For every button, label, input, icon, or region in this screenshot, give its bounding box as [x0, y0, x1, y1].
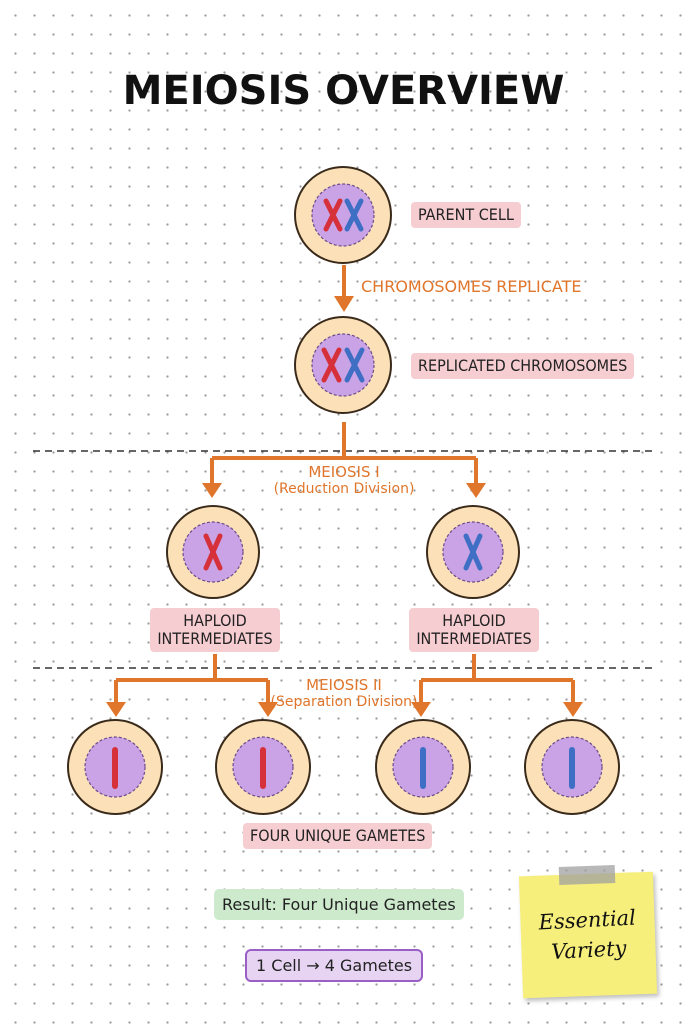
sticky-tape	[558, 865, 616, 885]
meiosis1-subtitle: (Reduction Division)	[273, 481, 415, 497]
gamete-cell-3	[375, 719, 471, 815]
chromosome-x-red	[203, 533, 223, 571]
label-meiosis2: MEIOSIS II (Separation Division)	[244, 676, 444, 710]
chromosome-x-red-replicated	[321, 347, 342, 383]
label-haploid-right: HAPLOID INTERMEDIATES	[409, 608, 539, 652]
chromosome-x-blue	[463, 533, 483, 571]
parent-cell	[294, 166, 392, 264]
haploid-left-line1: HAPLOID	[183, 611, 247, 630]
sticky-note-text: Essential Variety	[520, 902, 657, 969]
label-parent-cell: PARENT CELL	[411, 202, 521, 228]
result-note: Result: Four Unique Gametes	[214, 889, 464, 920]
haploid-cell-right	[426, 505, 520, 599]
haploid-right-line2: INTERMEDIATES	[416, 629, 532, 648]
label-meiosis1: MEIOSIS I (Reduction Division)	[244, 463, 444, 497]
label-replicate-step: CHROMOSOMES REPLICATE	[361, 277, 582, 296]
replicated-cell	[294, 316, 392, 414]
haploid-right-line1: HAPLOID	[442, 611, 506, 630]
chromosome-x-red	[323, 198, 343, 232]
gamete-cell-4	[524, 719, 620, 815]
equation-note: 1 Cell → 4 Gametes	[245, 949, 424, 982]
label-four-gametes: FOUR UNIQUE GAMETES	[243, 823, 433, 849]
haploid-cell-left	[166, 505, 260, 599]
haploid-left-line2: INTERMEDIATES	[157, 629, 273, 648]
connector-arrows	[114, 265, 575, 705]
gamete-cell-2	[215, 719, 311, 815]
gamete-cell-1	[67, 719, 163, 815]
label-replicated-chromosomes: REPLICATED CHROMOSOMES	[411, 353, 635, 379]
meiosis2-title: MEIOSIS II	[306, 676, 382, 694]
arrow-heads	[106, 296, 583, 717]
meiosis1-title: MEIOSIS I	[308, 463, 380, 481]
meiosis2-subtitle: (Separation Division)	[270, 694, 418, 710]
label-haploid-left: HAPLOID INTERMEDIATES	[150, 608, 280, 652]
chromosome-x-blue	[344, 198, 364, 232]
chromosome-x-blue-replicated	[344, 347, 365, 383]
page-title: MEIOSIS OVERVIEW	[122, 68, 565, 114]
